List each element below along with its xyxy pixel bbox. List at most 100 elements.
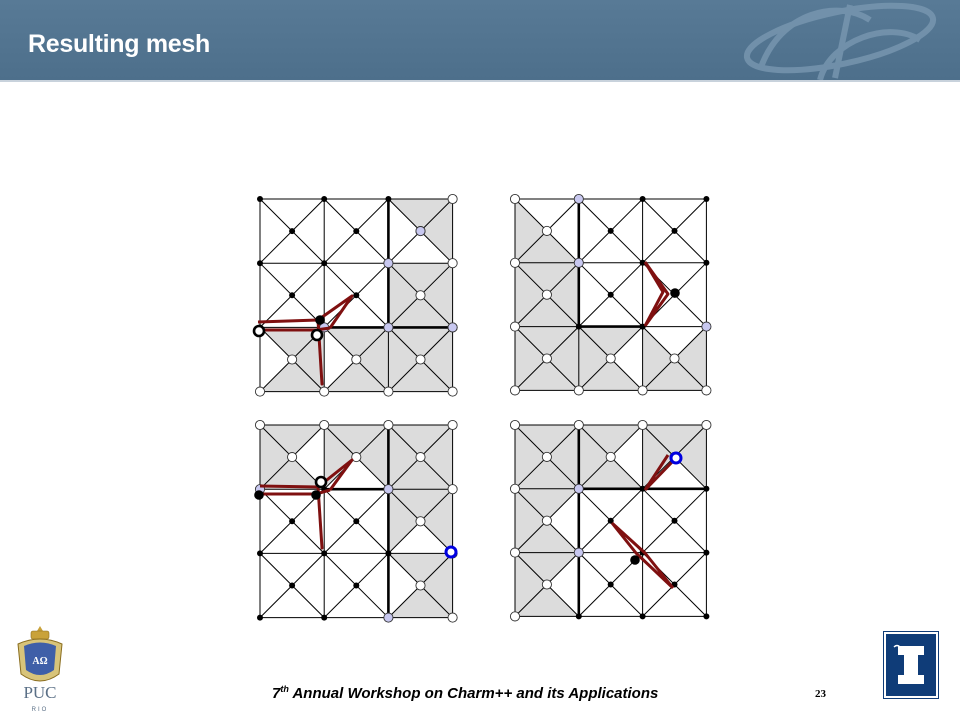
- shaded-triangle: [674, 326, 707, 391]
- shaded-triangle: [674, 425, 707, 489]
- shaded-triangle: [388, 199, 453, 232]
- vertex-node: [575, 323, 582, 330]
- open-node: [447, 419, 458, 431]
- shaded-triangle: [642, 425, 707, 457]
- shaded-triangle: [260, 327, 325, 360]
- open-node: [573, 419, 584, 431]
- shaded-triangle: [420, 425, 453, 490]
- highlight-ring: [314, 475, 328, 489]
- vertex-node: [257, 260, 263, 267]
- shaded-triangle: [515, 326, 579, 359]
- open-node: [415, 516, 426, 527]
- open-node: [541, 451, 552, 462]
- rio-text: RIO: [32, 707, 49, 713]
- vertex-node: [703, 196, 710, 202]
- open-node: [254, 419, 266, 431]
- lavender-node: [383, 612, 394, 623]
- shaded-triangle: [388, 585, 453, 618]
- vertex-node: [671, 227, 678, 234]
- shaded-triangle: [420, 263, 453, 328]
- vertex-node: [703, 549, 710, 556]
- vertex-node: [321, 614, 328, 621]
- shaded-triangle: [515, 425, 579, 457]
- shaded-triangle: [578, 358, 643, 391]
- vertex-node: [639, 613, 646, 620]
- large-node: [630, 555, 640, 565]
- shaded-triangle: [515, 488, 579, 521]
- shaded-triangle: [420, 199, 453, 264]
- shaded-triangle: [515, 488, 547, 553]
- highlight-ring: [252, 324, 266, 338]
- large-node: [670, 288, 680, 298]
- lavender-node: [415, 226, 426, 237]
- vertex-node: [639, 196, 646, 202]
- vertex-node: [353, 228, 360, 235]
- lavender-node: [447, 322, 458, 333]
- open-node: [254, 386, 266, 397]
- open-node: [509, 385, 521, 396]
- open-node: [415, 452, 426, 463]
- shaded-triangle: [515, 584, 579, 617]
- footer-workshop-name: Annual Workshop on Charm++ and its Appli…: [288, 685, 659, 702]
- lavender-node: [383, 258, 394, 269]
- vertex-node: [321, 550, 328, 557]
- vertex-node: [607, 581, 614, 588]
- vertex-node: [321, 196, 328, 202]
- shaded-triangle: [578, 456, 643, 489]
- seal-letters: AΩ: [32, 656, 47, 667]
- lavender-node: [573, 257, 584, 268]
- vertex-node: [257, 614, 263, 621]
- shaded-triangle: [324, 425, 357, 490]
- open-node: [415, 290, 426, 301]
- vertex-node: [703, 613, 710, 620]
- refinement-path: [610, 454, 678, 590]
- open-node: [637, 419, 648, 431]
- vertex-node: [607, 227, 614, 234]
- open-node: [351, 452, 362, 463]
- open-node: [319, 386, 330, 397]
- open-node: [701, 385, 712, 396]
- shaded-triangle: [546, 425, 579, 489]
- vertex-node: [321, 260, 328, 267]
- vertex-node: [607, 517, 614, 524]
- open-node: [447, 484, 458, 495]
- shaded-triangle: [515, 552, 579, 585]
- shaded-triangle: [388, 425, 421, 490]
- open-node: [415, 354, 426, 365]
- shaded-triangle: [578, 425, 643, 457]
- shaded-triangle: [515, 456, 579, 489]
- shaded-triangle: [388, 489, 453, 522]
- open-node: [509, 321, 521, 332]
- vertex-node: [353, 292, 360, 299]
- vertex-node: [703, 259, 710, 266]
- large-node: [311, 490, 321, 500]
- shaded-triangle: [578, 326, 611, 391]
- shaded-triangle: [642, 326, 675, 391]
- open-node: [351, 354, 362, 365]
- shaded-triangle: [546, 326, 579, 391]
- footer-workshop-title: 7th Annual Workshop on Charm++ and its A…: [272, 684, 658, 702]
- open-node: [573, 385, 584, 396]
- open-node: [447, 386, 458, 397]
- shaded-triangle: [515, 262, 579, 295]
- open-node: [541, 579, 552, 590]
- open-node: [605, 353, 616, 364]
- shaded-triangle: [260, 425, 293, 490]
- lavender-node: [573, 483, 584, 494]
- vertex-node: [607, 291, 614, 298]
- shaded-triangle: [420, 553, 453, 618]
- footer-ordinal-suffix: th: [280, 684, 289, 694]
- highlight-ring: [310, 328, 324, 342]
- vertex-node: [289, 228, 296, 235]
- vertex-node: [639, 259, 646, 266]
- large-node: [254, 490, 264, 500]
- illinois-block-i-icon: [893, 644, 924, 684]
- shaded-triangle: [388, 425, 453, 458]
- shaded-triangle: [515, 358, 579, 391]
- shaded-triangle: [388, 457, 453, 490]
- open-node: [509, 193, 521, 205]
- open-node: [319, 419, 330, 431]
- vertex-node: [703, 485, 710, 492]
- shaded-triangle: [388, 295, 453, 328]
